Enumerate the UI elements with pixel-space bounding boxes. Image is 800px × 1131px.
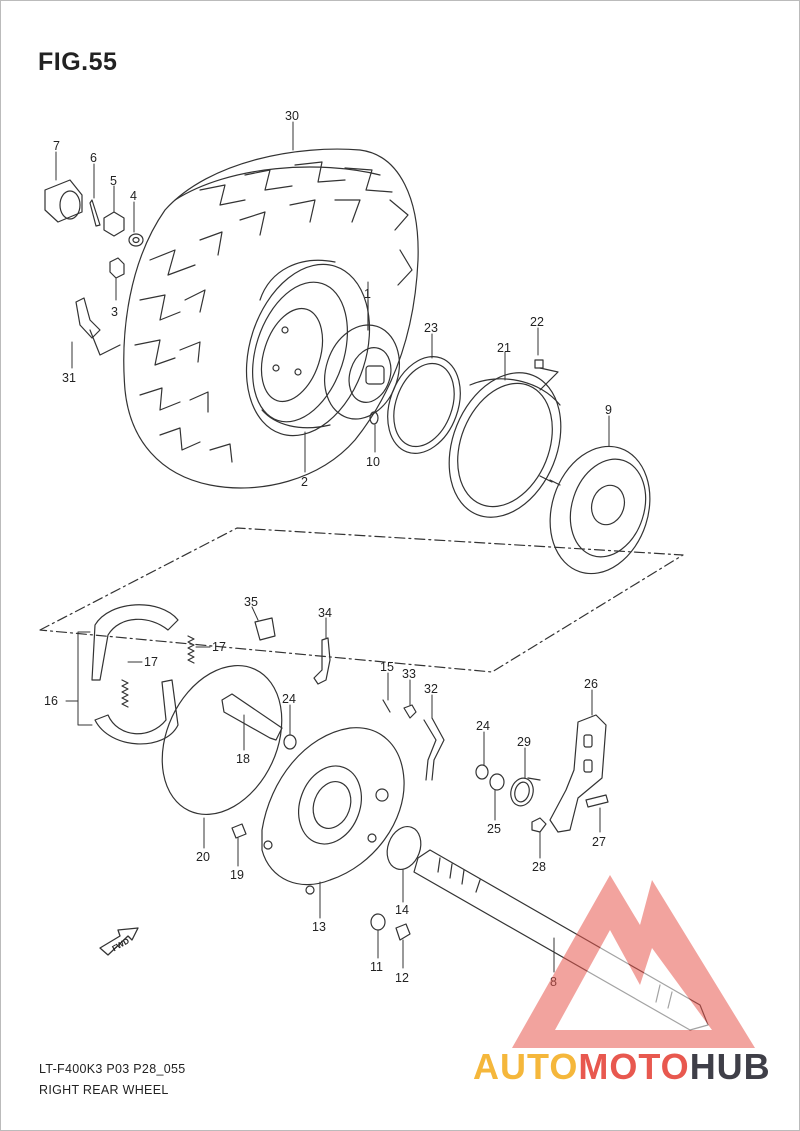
callout-19: 19 [230, 868, 244, 882]
callout-35: 35 [244, 595, 258, 609]
seal-part-23 [387, 355, 461, 455]
watermark-part-hub: HUB [689, 1046, 771, 1087]
callout-4: 4 [130, 189, 137, 203]
callout-28: 28 [532, 860, 546, 874]
bolt-part-27 [585, 794, 609, 808]
nut-part-28 [531, 817, 547, 833]
callout-9: 9 [605, 403, 612, 417]
callout-34: 34 [318, 606, 332, 620]
hub-part-1 [324, 299, 400, 420]
callout-15: 15 [380, 660, 394, 674]
nut-part-33 [403, 704, 417, 719]
callout-24b: 24 [476, 719, 490, 733]
watermark-part-auto: AUTO [473, 1046, 579, 1087]
fwd-badge-label: FWD [111, 936, 131, 953]
wheel-rim-part-2 [245, 259, 371, 437]
cap-nut-part-7 [44, 179, 83, 223]
drum-cover-part-21 [448, 359, 562, 518]
callout-2: 2 [301, 475, 308, 489]
callout-23: 23 [424, 321, 438, 335]
assembly-group-outline [39, 527, 684, 673]
camshaft-part-18 [221, 693, 283, 741]
callout-27: 27 [592, 835, 606, 849]
o-ring-part-25 [489, 773, 505, 791]
callout-14: 14 [395, 903, 409, 917]
callout-12: 12 [395, 971, 409, 985]
brake-arm-part-26 [549, 714, 607, 833]
callout-32: 32 [424, 682, 438, 696]
callout-33: 33 [402, 667, 416, 681]
washer-part-4 [128, 233, 144, 247]
spring-part-17b [121, 679, 129, 708]
cotter-pin-part-6 [89, 199, 101, 227]
o-ring-part-24b [475, 764, 489, 780]
tire-part-30 [123, 148, 419, 489]
callout-24a: 24 [282, 692, 296, 706]
callout-22: 22 [530, 315, 544, 329]
plug-part-12 [395, 923, 411, 941]
clip-part-35 [254, 617, 276, 641]
watermark-triangle-logo [512, 875, 755, 1048]
valve-part-31 [75, 297, 121, 356]
spring-part-17a [187, 635, 195, 664]
brake-shoes-part-16 [91, 604, 179, 745]
callout-5: 5 [110, 174, 117, 188]
bolt-part-19 [231, 823, 247, 839]
watermark-wordmark: AUTOMOTOHUB [473, 1046, 771, 1088]
callout-25: 25 [487, 822, 501, 836]
callout-21: 21 [497, 341, 511, 355]
callout-29: 29 [517, 735, 531, 749]
callout-3: 3 [111, 305, 118, 319]
callout-16: 16 [44, 694, 58, 708]
callout-26: 26 [584, 677, 598, 691]
callout-31: 31 [62, 371, 76, 385]
callout-7: 7 [53, 139, 60, 153]
breather-hose-part-32 [423, 717, 445, 781]
pin-part-34 [313, 637, 331, 685]
o-ring-part-10 [369, 411, 379, 425]
watermark-part-moto: MOTO [578, 1046, 690, 1087]
callout-11: 11 [370, 960, 383, 974]
o-ring-part-20 [161, 664, 283, 816]
callout-18: 18 [236, 752, 250, 766]
brake-drum-part-9 [539, 445, 651, 575]
callout-17a: 17 [212, 640, 226, 654]
callout-13: 13 [312, 920, 326, 934]
castle-nut-part-5 [103, 211, 125, 237]
leader-lines [55, 121, 610, 973]
washer-part-11 [370, 913, 386, 931]
callout-17b: 17 [144, 655, 158, 669]
callout-1: 1 [364, 287, 371, 301]
bolt-part-15 [382, 699, 391, 713]
wheel-nut-part-3 [109, 257, 125, 279]
model-code-line: LT-F400K3 P03 P28_055 [39, 1062, 186, 1076]
figure-caption: RIGHT REAR WHEEL [39, 1083, 169, 1097]
callout-30: 30 [285, 109, 299, 123]
callout-10: 10 [366, 455, 380, 469]
callout-20: 20 [196, 850, 210, 864]
callout-6: 6 [90, 151, 97, 165]
fwd-arrow-icon [99, 927, 139, 956]
brake-panel-part-13 [261, 727, 405, 895]
return-spring-part-29 [510, 777, 541, 807]
o-ring-part-24a [283, 734, 297, 750]
o-ring-part-14 [386, 826, 422, 870]
figure-title: FIG.55 [38, 48, 118, 76]
